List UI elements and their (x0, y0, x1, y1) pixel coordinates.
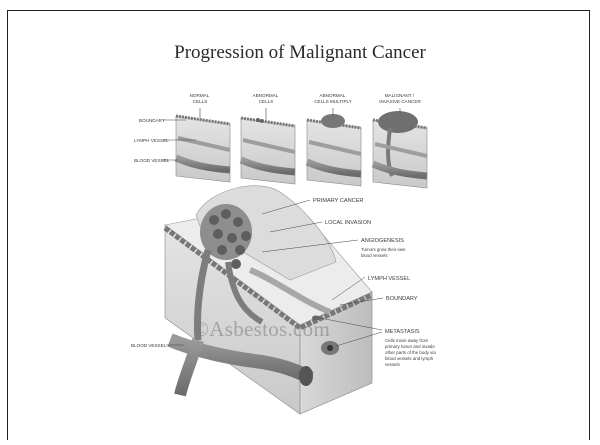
stage-label-1-line2: CELLS (193, 99, 208, 104)
stage-label-3-line2: CELLS MULTIPLY (314, 99, 352, 104)
label-blood-vessel: BLOOD VESSEL (131, 343, 167, 348)
label-metastasis-desc-4: blood vessels and lymph (385, 356, 434, 361)
stage-block-3 (307, 114, 361, 186)
label-primary-cancer: PRIMARY CANCER (313, 198, 363, 204)
stage-label-4-line2: INVASIVE CANCER (379, 99, 421, 104)
stage-block-4 (373, 111, 427, 188)
small-label-lymph-vessel: LYMPH VESSEL (134, 138, 169, 143)
stage-label-2: ABNORMAL CELLS (253, 93, 280, 104)
small-label-boundary: BOUNDARY (139, 118, 165, 123)
label-angiogenesis-desc-1: Tumors grow their own (361, 247, 406, 252)
stage-label-1: NORMAL CELLS (190, 93, 211, 104)
label-boundary: BOUNDARY (386, 296, 418, 302)
label-local-invasion: LOCAL INVASION (325, 220, 371, 226)
stage-label-3-line1: ABNORMAL (320, 93, 346, 98)
label-metastasis-desc-2: primary tumor and invade (385, 344, 435, 349)
stage-label-4: MALIGNANT / INVASIVE CANCER (379, 93, 421, 104)
stage-label-1-line1: NORMAL (190, 93, 210, 98)
label-metastasis: METASTASIS (385, 329, 420, 335)
label-metastasis-desc-3: other parts of the body via (385, 350, 436, 355)
label-angiogenesis-desc-2: blood vessels (361, 253, 388, 258)
stage-block-2 (241, 118, 295, 184)
label-metastasis-desc-1: Cells move away from (385, 338, 429, 343)
label-lymph-vessel: LYMPH VESSEL (368, 276, 410, 282)
label-metastasis-desc-5: vessels (385, 362, 400, 367)
stage-label-2-line1: ABNORMAL (253, 93, 279, 98)
stage-label-4-line1: MALIGNANT / (385, 93, 415, 98)
stage-block-1 (176, 116, 230, 182)
stage-label-2-line2: CELLS (259, 99, 274, 104)
small-label-blood-vessel: BLOOD VESSEL (134, 158, 170, 163)
label-angiogenesis: ANGIOGENESIS (361, 238, 404, 244)
watermark: ©Asbestos.com (193, 317, 330, 342)
stage-label-3: ABNORMAL CELLS MULTIPLY (314, 93, 352, 104)
